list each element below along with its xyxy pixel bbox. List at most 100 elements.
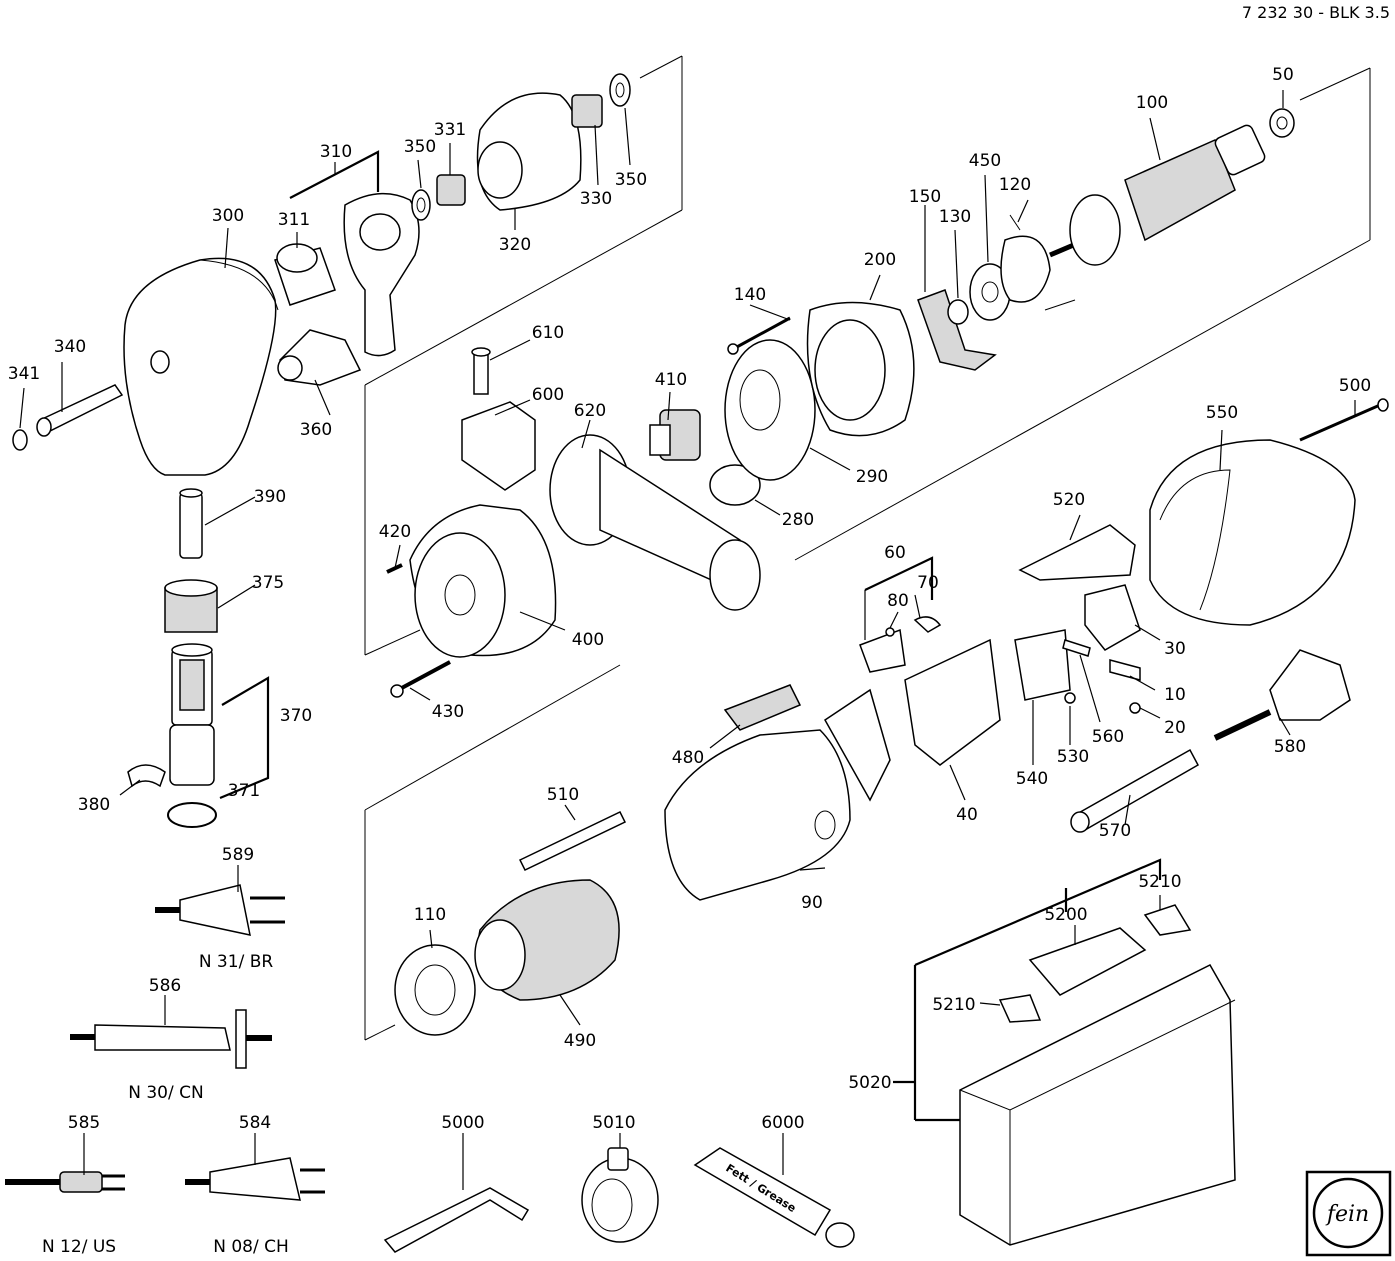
plug-caption-584: N 08/ CH bbox=[213, 1237, 289, 1257]
group-outline-motor bbox=[794, 67, 1371, 561]
grease-tube-6000: Fett / Grease bbox=[693, 1147, 855, 1248]
part-label-586: 586 bbox=[149, 976, 181, 996]
oring-371 bbox=[167, 802, 217, 828]
latch-5210b bbox=[998, 994, 1042, 1023]
plug-585 bbox=[5, 1171, 125, 1193]
logo-text: fein bbox=[1325, 1202, 1369, 1227]
field-490 bbox=[474, 879, 620, 1001]
part-label-390: 390 bbox=[254, 487, 286, 507]
part-label-320: 320 bbox=[499, 235, 531, 255]
part-label-110: 110 bbox=[414, 905, 446, 925]
strip-510 bbox=[518, 811, 627, 871]
bearing-331 bbox=[436, 174, 466, 206]
plug-586 bbox=[70, 1009, 272, 1069]
part-label-290: 290 bbox=[856, 467, 888, 487]
gear-housing-400 bbox=[409, 504, 557, 658]
bushing-311 bbox=[274, 243, 336, 306]
electronic-40 bbox=[904, 638, 1001, 766]
screw-610 bbox=[471, 347, 491, 395]
part-label-331: 331 bbox=[434, 120, 466, 140]
part-label-375: 375 bbox=[252, 573, 284, 593]
part-label-100: 100 bbox=[1136, 93, 1168, 113]
part-label-570: 570 bbox=[1099, 821, 1131, 841]
part-label-480: 480 bbox=[672, 748, 704, 768]
bearing-330 bbox=[571, 94, 603, 128]
part-label-200: 200 bbox=[864, 250, 896, 270]
plate-120 bbox=[1000, 214, 1076, 311]
part-label-560: 560 bbox=[1092, 727, 1124, 747]
plug-589 bbox=[155, 884, 285, 936]
part-label-380: 380 bbox=[78, 795, 110, 815]
cord-580 bbox=[1213, 649, 1351, 741]
shield-150 bbox=[917, 289, 997, 371]
part-label-450: 450 bbox=[969, 151, 1001, 171]
part-label-350b: 350 bbox=[615, 170, 647, 190]
wrench-5010 bbox=[581, 1147, 659, 1243]
part-label-600: 600 bbox=[532, 385, 564, 405]
strip-560 bbox=[1062, 639, 1091, 657]
part-label-5010: 5010 bbox=[592, 1113, 635, 1133]
part-label-540: 540 bbox=[1016, 769, 1048, 789]
bracket-5020 bbox=[893, 858, 1162, 1122]
ring-110 bbox=[394, 944, 476, 1036]
part-label-490: 490 bbox=[564, 1031, 596, 1051]
bracket-60 bbox=[864, 556, 934, 640]
hex-key-5000 bbox=[383, 1187, 530, 1253]
bearing-50 bbox=[1269, 108, 1295, 138]
part-label-5210a: 5210 bbox=[1138, 872, 1181, 892]
group-outline-head bbox=[364, 55, 683, 656]
punch-360 bbox=[277, 329, 362, 386]
part-label-330: 330 bbox=[580, 189, 612, 209]
plug-584 bbox=[185, 1157, 325, 1201]
clip-380 bbox=[127, 764, 166, 788]
part-label-350a: 350 bbox=[404, 137, 436, 157]
part-label-310: 310 bbox=[320, 142, 352, 162]
part-label-140: 140 bbox=[734, 285, 766, 305]
part-label-585: 585 bbox=[68, 1113, 100, 1133]
part-label-5210b: 5210 bbox=[932, 995, 975, 1015]
gear-housing-320 bbox=[476, 92, 582, 211]
part-label-60: 60 bbox=[884, 543, 906, 563]
part-label-311: 311 bbox=[278, 210, 310, 230]
sleeve-570 bbox=[1070, 748, 1200, 833]
screw-140 bbox=[727, 316, 791, 355]
part-label-400: 400 bbox=[572, 630, 604, 650]
part-label-341: 341 bbox=[8, 364, 40, 384]
die-holder-370 bbox=[169, 643, 215, 786]
part-label-530: 530 bbox=[1057, 747, 1089, 767]
part-label-5000: 5000 bbox=[441, 1113, 484, 1133]
switch-cap-480 bbox=[723, 684, 802, 731]
plug-caption-589: N 31/ BR bbox=[199, 952, 274, 972]
part-label-360: 360 bbox=[300, 420, 332, 440]
part-label-80: 80 bbox=[887, 591, 909, 611]
switch-rod-520 bbox=[1018, 524, 1136, 581]
part-label-300: 300 bbox=[212, 206, 244, 226]
block-600 bbox=[461, 401, 536, 491]
part-label-550: 550 bbox=[1206, 403, 1238, 423]
part-label-70: 70 bbox=[917, 573, 939, 593]
bracket-370 bbox=[219, 676, 270, 800]
part-label-510: 510 bbox=[547, 785, 579, 805]
bracket-310 bbox=[289, 150, 380, 199]
rod-390 bbox=[179, 488, 203, 559]
sleeve-375 bbox=[164, 579, 218, 633]
washer-350b bbox=[609, 73, 631, 107]
head-housing-300 bbox=[123, 257, 279, 476]
part-label-340: 340 bbox=[54, 337, 86, 357]
document-id: 7 232 30 - BLK 3.5 bbox=[1242, 3, 1390, 22]
part-label-6000: 6000 bbox=[761, 1113, 804, 1133]
screw-20 bbox=[1129, 702, 1141, 714]
fein-logo: fein bbox=[1305, 1170, 1392, 1257]
cover-550 bbox=[1149, 439, 1356, 626]
part-label-500: 500 bbox=[1339, 376, 1371, 396]
bearing-plate-200 bbox=[806, 301, 915, 437]
case-5020 bbox=[959, 964, 1236, 1246]
switch-holder-30 bbox=[1084, 584, 1141, 651]
screw-530 bbox=[1064, 692, 1076, 704]
side-handle-620 bbox=[549, 434, 761, 611]
part-label-410: 410 bbox=[655, 370, 687, 390]
pin-340 bbox=[12, 384, 124, 451]
bearing-130 bbox=[947, 299, 969, 325]
part-label-610: 610 bbox=[532, 323, 564, 343]
